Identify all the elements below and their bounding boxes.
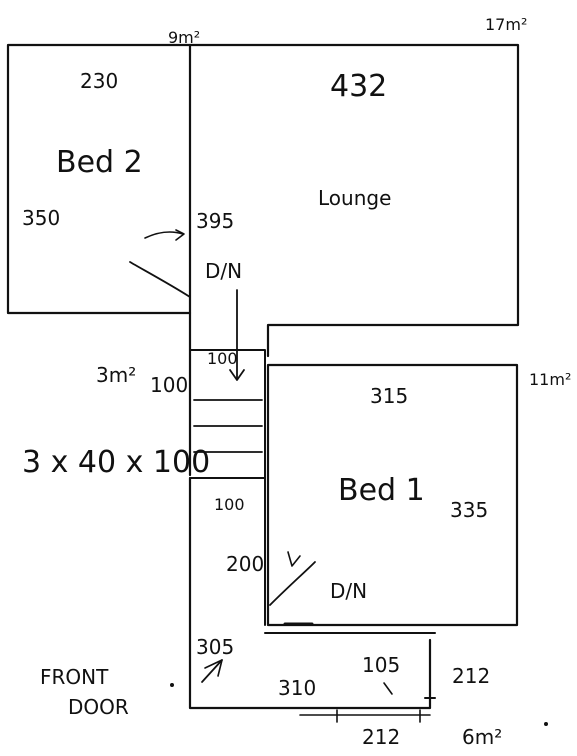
hall-side: 100 [150, 373, 188, 397]
front-door-line-2: DOOR [68, 695, 129, 719]
bed2-depth: 350 [22, 206, 60, 230]
lounge-name: Lounge [318, 186, 391, 210]
front-door-line-1: FRONT [40, 665, 109, 689]
entry-width: 310 [278, 676, 316, 700]
bed1-door-note: D/N [330, 579, 367, 603]
dot [170, 683, 174, 687]
entry-area: 6m² [462, 725, 502, 749]
bed2-area: 9m² [168, 28, 200, 47]
arrow-head-icon [229, 369, 245, 381]
entry-side: 305 [196, 635, 234, 659]
dot [544, 722, 548, 726]
front-door-label: FRONT DOOR [40, 665, 129, 719]
hall-area: 3m² [96, 363, 136, 387]
front-door-mark [201, 659, 223, 683]
lower-hall-length: 200 [226, 552, 264, 576]
stairs-note: 3 x 40 x 100 [22, 445, 210, 480]
lounge-walls [188, 43, 520, 358]
lower-hall-width: 100 [214, 495, 245, 514]
bed1-depth: 335 [450, 498, 488, 522]
bed1-width: 315 [370, 384, 408, 408]
entry-walls [188, 476, 432, 710]
lounge-door-note: D/N [205, 259, 242, 283]
bed2-width: 230 [80, 69, 118, 93]
hall-top: 100 [207, 349, 238, 368]
entry-step: 105 [362, 653, 400, 677]
bed1-name: Bed 1 [338, 473, 425, 508]
bed2-door-swing [129, 261, 191, 298]
bed1-walls [266, 363, 519, 627]
entry-bottom: 212 [362, 725, 400, 749]
dimension-line [170, 682, 548, 726]
arrow-head-icon [204, 659, 223, 677]
bed1-area: 11m² [529, 370, 571, 389]
labels: 230 Bed 2 350 9m² 432 Lounge 395 17m² D/… [22, 15, 571, 749]
door-swings [129, 229, 316, 683]
bed2-door-arc [144, 231, 184, 239]
walls [6, 43, 520, 710]
entry-depth: 212 [452, 664, 490, 688]
bed2-name: Bed 2 [56, 145, 143, 180]
bed1-door-swing [269, 561, 316, 606]
lounge-width: 432 [330, 69, 387, 104]
hall-box [189, 349, 266, 479]
lounge-depth: 395 [196, 209, 234, 233]
arrow-head-icon [175, 229, 185, 241]
tick [383, 682, 393, 695]
arrow-head-icon [287, 551, 301, 567]
lounge-area: 17m² [485, 15, 527, 34]
bed2-walls [6, 43, 192, 315]
